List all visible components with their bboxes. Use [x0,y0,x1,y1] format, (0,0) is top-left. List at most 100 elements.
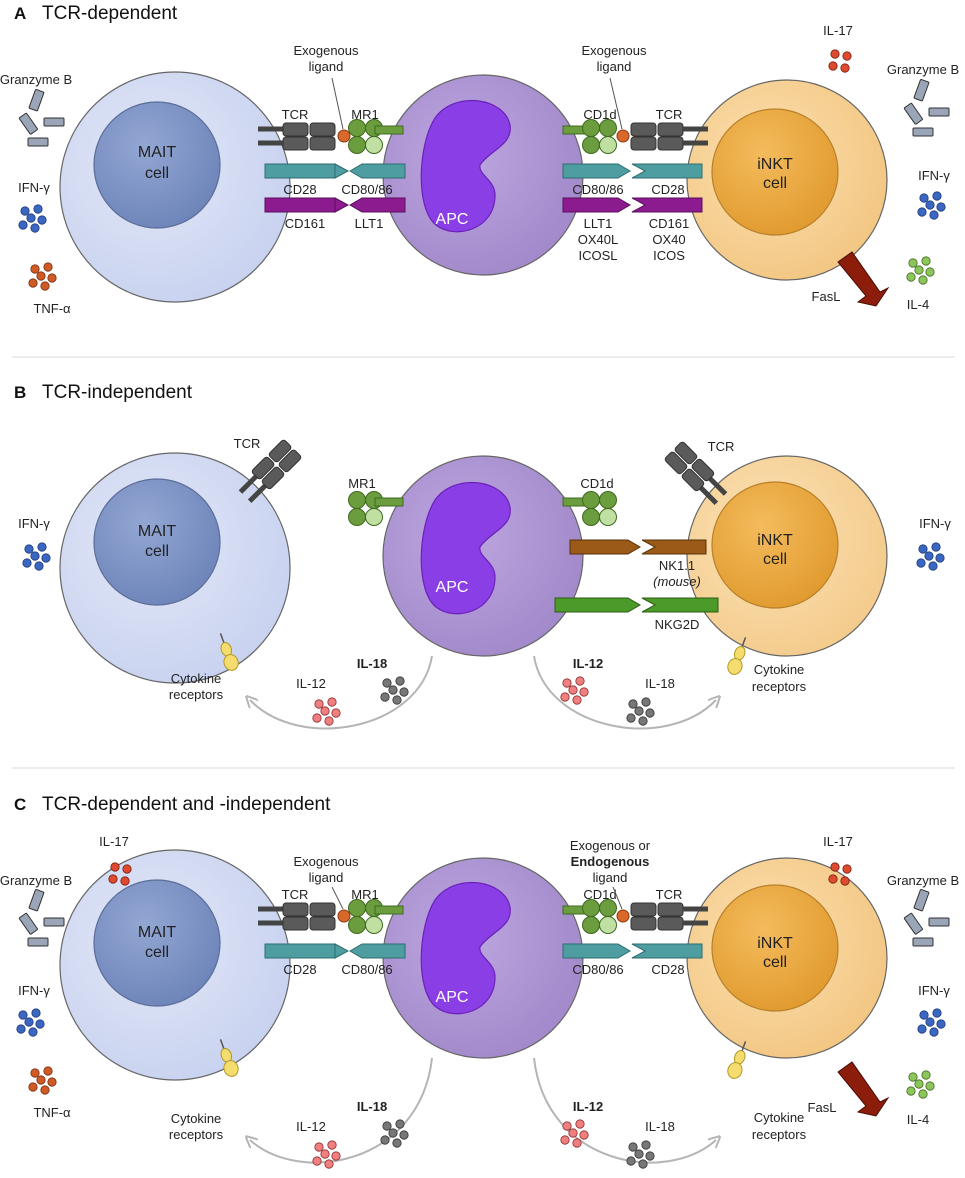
cd80-86-left [349,943,406,959]
mait-nucleus [93,478,221,606]
apc-nucleus [420,881,511,1015]
il12-left-icon [312,1140,341,1169]
exogenous-ligand-left [337,909,351,923]
nk11-label: NK1.1 [659,558,695,573]
il12-left-icon [312,697,341,726]
arrow-apc-to-inkt [533,655,716,730]
arrow-apc-to-mait [250,1057,433,1164]
endogenous-ligand [616,909,630,923]
tcr-right-label: TCR [656,887,683,902]
cd1d-label: CD1d [580,476,613,491]
apc-label: APC [436,989,469,1006]
il17-right-label: IL-17 [823,23,853,38]
cd28-left [264,943,336,959]
cd161-left-label: CD161 [285,216,325,231]
inkt-receptor-2: OX40 [652,232,685,247]
arrow-apc-to-mait [250,655,433,730]
cd1d-molecule [582,899,617,934]
mr1-label: MR1 [348,476,375,491]
inkt-label-cell: cell [763,175,787,192]
granzyme-left-label: Granzyme B [0,72,72,87]
exogenous-ligand-left-line1: Exogenous [293,43,359,58]
il18-right-icon [626,697,655,726]
apc-label: APC [436,579,469,596]
llt1-left-label: LLT1 [355,216,384,231]
cd28-left [264,163,336,179]
llt1-right [562,197,631,213]
apc-ligand-1: LLT1 [584,216,613,231]
granzyme-left-icon [18,88,65,147]
cd80-86-right-label: CD80/86 [572,962,623,977]
panel-a: A TCR-dependent MAIT cell APC iNKT cell … [0,3,959,316]
panel-a-letter: A [14,4,26,23]
cd28-right [631,163,703,179]
inkt-nucleus [711,481,839,609]
il12-right-label: IL-12 [573,1099,603,1114]
cd28-right-label: CD28 [651,962,684,977]
nk11-ligand [569,539,641,555]
cd80-86-right [562,943,631,959]
fasl-icon [837,1061,890,1117]
cytokine-receptor-right-line2: receptors [752,679,807,694]
il18-left-icon [380,1119,409,1148]
cytokine-receptor-right-line1: Cytokine [754,1110,805,1125]
cytokine-receptor-left-line2: receptors [169,687,224,702]
cd28-left-label: CD28 [283,962,316,977]
il4-label: IL-4 [907,1112,929,1127]
apc-nucleus [420,99,511,233]
nkg2d-ligand [554,597,641,613]
ifn-left-label: IFN-γ [18,516,50,531]
il4-icon [906,1070,935,1099]
nkg2d-receptor [641,597,719,613]
il4-icon [906,256,935,285]
mait-label-cell: cell [145,944,169,961]
tnf-left-label: TNF-α [33,1105,71,1120]
cd80-86-left [349,163,406,179]
tcr-left-label: TCR [282,887,309,902]
ifn-right-icon [917,1008,946,1037]
mait-label: MAIT [138,523,176,540]
mait-label-cell: cell [145,543,169,560]
il4-label: IL-4 [907,297,929,312]
mr1-label: MR1 [351,107,378,122]
panel-c-title: TCR-dependent and -independent [42,794,331,815]
cd1d-label: CD1d [583,887,616,902]
cd28-left-label: CD28 [283,182,316,197]
il18-right-label: IL-18 [645,676,675,691]
inkt-label: iNKT [757,935,793,952]
granzyme-right-label: Granzyme B [887,873,959,888]
il12-right-icon [560,676,589,705]
tcr-left-label: TCR [282,107,309,122]
panel-c: C TCR-dependent and -independent MAIT ce… [0,794,959,1169]
cd161-left [264,197,336,213]
il18-right-icon [626,1140,655,1169]
il17-right-icon [828,49,852,73]
inkt-receptor-1: CD161 [649,216,689,231]
cd80-86-left-label: CD80/86 [341,962,392,977]
granzyme-left-icon [18,888,65,947]
il12-right-label: IL-12 [573,656,603,671]
nk11-receptor [641,539,707,555]
llt1-left [349,197,406,213]
tcr-right [630,902,684,931]
tcr-right [630,122,684,151]
ifn-left-label: IFN-γ [18,180,50,195]
fasl-label: FasL [812,289,841,304]
ifn-right-label: IFN-γ [918,168,950,183]
mouse-label: (mouse) [653,574,701,589]
mait-label-cell: cell [145,165,169,182]
mait-nucleus [93,879,221,1007]
mait-nucleus [93,101,221,229]
panel-c-letter: C [14,795,26,814]
ifn-right-label: IFN-γ [919,516,951,531]
mr1-molecule [348,899,383,934]
mait-label: MAIT [138,924,176,941]
panel-a-title: TCR-dependent [42,3,178,24]
inkt-label: iNKT [757,156,793,173]
cd1d-molecule [582,119,617,154]
panel-b-letter: B [14,383,26,402]
exo-endo-ligand-line1: Exogenous or [570,838,651,853]
mr1-molecule [348,491,383,526]
tnf-left-label: TNF-α [33,301,71,316]
granzyme-right-label: Granzyme B [887,62,959,77]
